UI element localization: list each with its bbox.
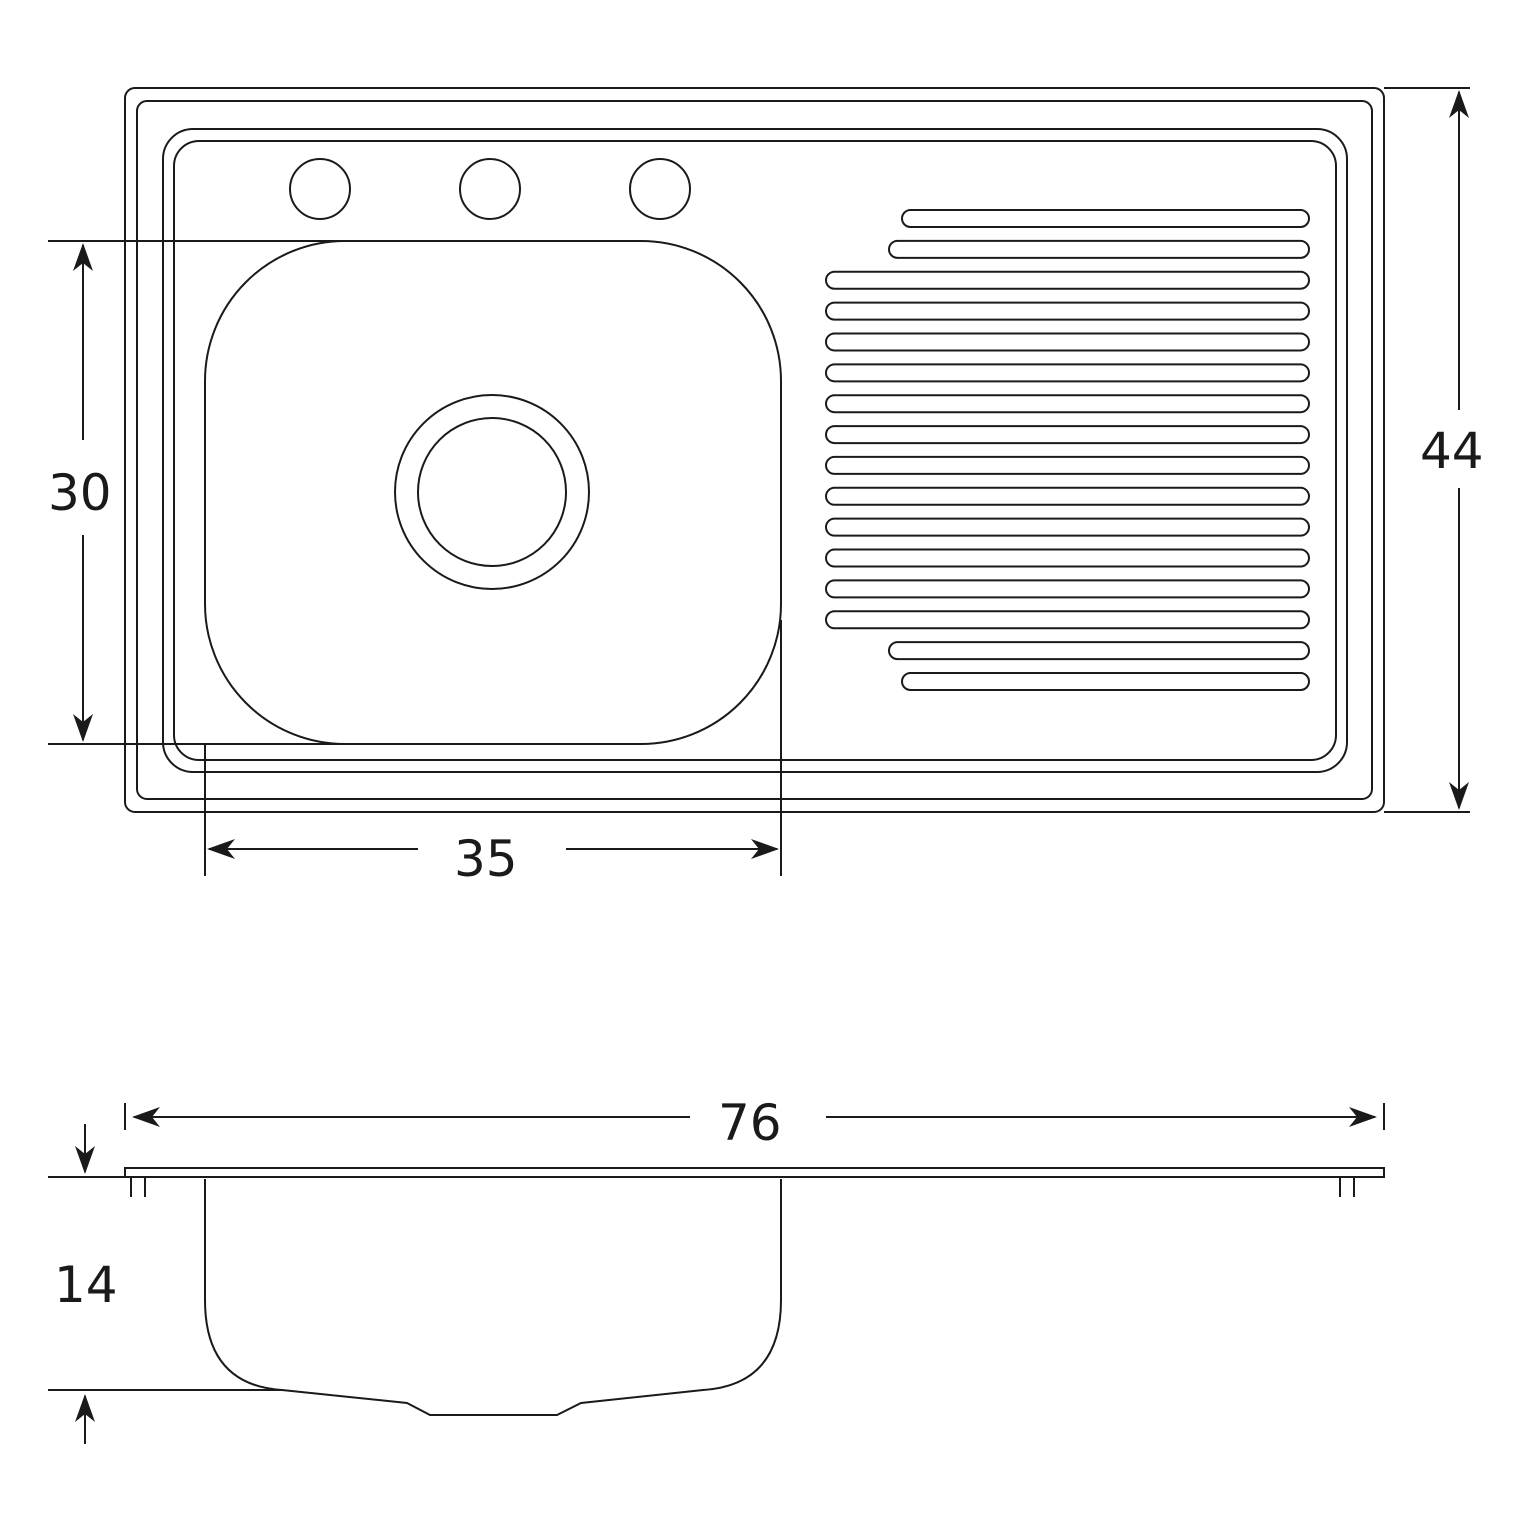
drainboard-rib bbox=[825, 517, 1310, 537]
outer-rim bbox=[124, 87, 1385, 813]
drainboard-rib bbox=[825, 270, 1310, 290]
bowl-profile bbox=[204, 1179, 782, 1416]
faucet-hole bbox=[629, 158, 691, 220]
top-view bbox=[124, 87, 1385, 813]
drainboard-rib bbox=[825, 301, 1310, 321]
drainboard-rib bbox=[888, 239, 1310, 259]
drain-outer bbox=[394, 394, 590, 590]
overall-length-label: 76 bbox=[718, 1094, 782, 1152]
drainboard-rib bbox=[825, 610, 1310, 630]
side-view bbox=[48, 1167, 1385, 1416]
deck-profile bbox=[124, 1167, 1385, 1178]
inner-rim bbox=[136, 100, 1373, 800]
drain-inner bbox=[417, 417, 567, 567]
drainboard-rib bbox=[901, 209, 1310, 228]
bowl-depth-label: 14 bbox=[54, 1256, 118, 1314]
bowl bbox=[204, 240, 782, 745]
dimension-bowl-height: 30. bbox=[48, 240, 345, 745]
deck-inner bbox=[173, 140, 1337, 761]
dimension-bowl-depth: 14 bbox=[54, 1124, 118, 1444]
faucet-hole bbox=[459, 158, 521, 220]
drainboard-rib bbox=[825, 579, 1310, 599]
bowl-width-label: 35 bbox=[454, 830, 518, 888]
drainboard-rib bbox=[825, 363, 1310, 383]
dimension-overall-depth: 44 bbox=[1384, 87, 1484, 813]
drainboard-rib bbox=[825, 332, 1310, 352]
drainboard-ribs bbox=[825, 209, 1310, 691]
bowl-height-label: 30. bbox=[48, 464, 128, 522]
drainboard-rib bbox=[825, 425, 1310, 445]
dimension-bowl-width: 35 bbox=[204, 620, 782, 888]
faucet-hole bbox=[289, 158, 351, 220]
drainboard-rib bbox=[901, 672, 1310, 691]
dimension-overall-length: 76 bbox=[124, 1094, 1385, 1152]
drainboard-rib bbox=[825, 548, 1310, 568]
overall-depth-label: 44 bbox=[1420, 422, 1484, 480]
drainboard-rib bbox=[825, 486, 1310, 506]
drainboard-rib bbox=[825, 394, 1310, 414]
deck-edge bbox=[162, 128, 1348, 773]
drainboard-rib bbox=[888, 641, 1310, 661]
drainboard-rib bbox=[825, 455, 1310, 475]
